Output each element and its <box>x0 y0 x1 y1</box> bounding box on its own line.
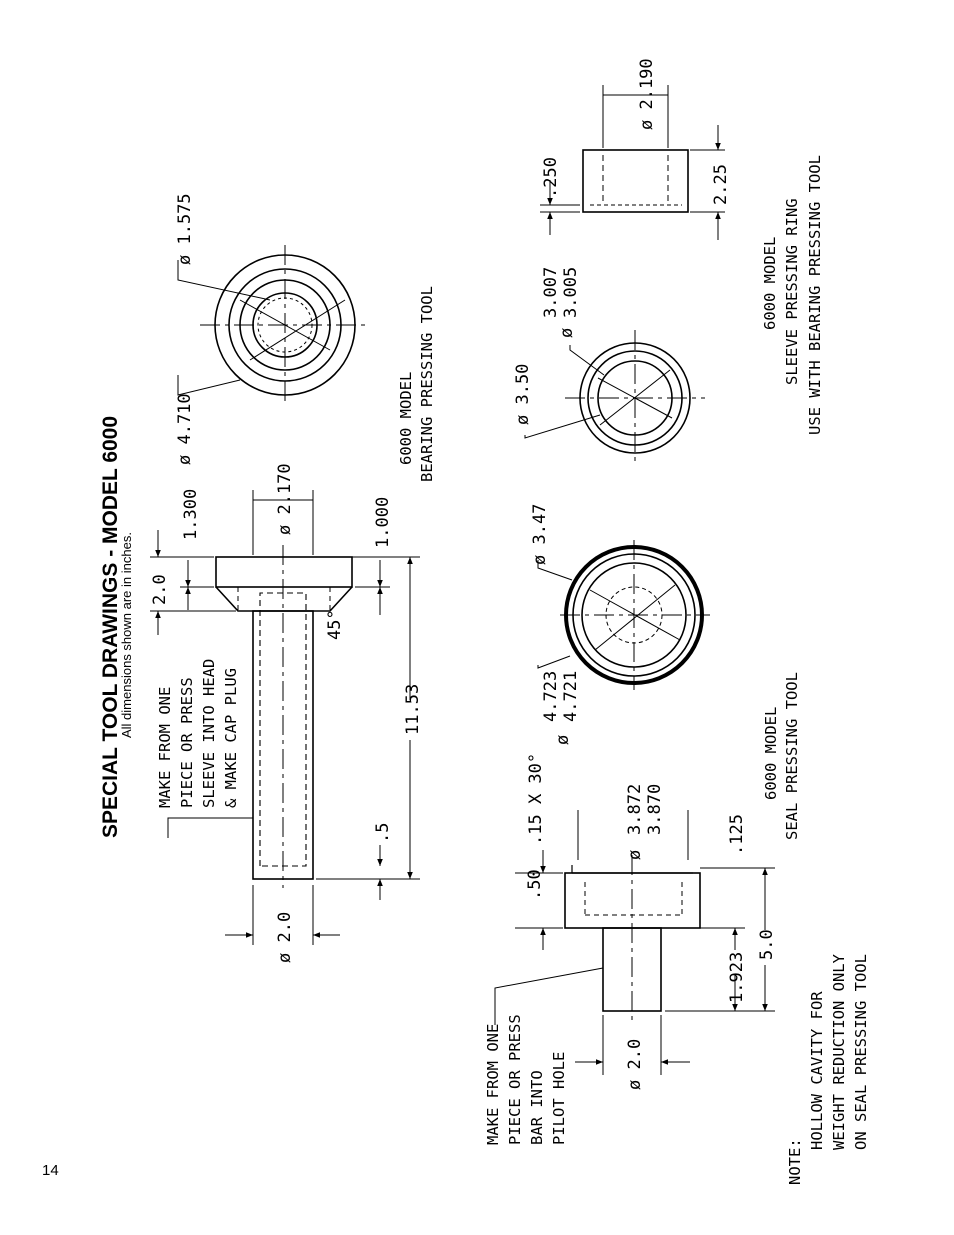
svg-text:ON SEAL PRESSING TOOL: ON SEAL PRESSING TOOL <box>852 954 870 1150</box>
svg-text:HOLLOW CAVITY FOR: HOLLOW CAVITY FOR <box>808 991 826 1150</box>
seal-outer-diameter: ø 3.47 <box>530 504 550 565</box>
sleeve-ring-label: 6000 MODEL SLEEVE PRESSING RING USE WITH… <box>761 155 824 435</box>
svg-text:SLEEVE INTO HEAD: SLEEVE INTO HEAD <box>200 659 218 808</box>
seal-head-dia-2: 3.870 <box>645 784 665 835</box>
svg-text:MAKE FROM ONE: MAKE FROM ONE <box>484 1024 502 1145</box>
svg-text:PILOT HOLE: PILOT HOLE <box>550 1052 568 1145</box>
svg-text:& MAKE CAP PLUG: & MAKE CAP PLUG <box>222 668 240 808</box>
bearing-head-od: ø 2.170 <box>275 463 295 535</box>
weight-reduction-note: NOTE: HOLLOW CAVITY FOR WEIGHT REDUCTION… <box>786 953 870 1185</box>
bearing-head-length: 1.000 <box>373 497 393 548</box>
svg-text:BEARING PRESSING TOOL: BEARING PRESSING TOOL <box>418 286 436 482</box>
seal-head-dia-1: 3.872 <box>625 784 645 835</box>
svg-text:PIECE OR PRESS: PIECE OR PRESS <box>506 1014 524 1145</box>
svg-text:MAKE FROM ONE: MAKE FROM ONE <box>156 687 174 808</box>
sleeve-wall: .250 <box>541 157 561 198</box>
seal-head-length: .50 <box>525 869 545 900</box>
bearing-tool-side-view <box>150 490 420 945</box>
bearing-length: 11.53 <box>403 684 423 735</box>
svg-text:6000 MODEL: 6000 MODEL <box>397 372 415 465</box>
sleeve-dia-2: 3.005 <box>561 267 581 318</box>
sleeve-dia-symbol: ø <box>557 328 577 338</box>
bearing-ring-od: ø 4.710 <box>175 393 195 465</box>
seal-od-2: 4.721 <box>561 671 581 722</box>
bearing-tip-length: .5 <box>373 823 393 843</box>
bearing-tool-end-view <box>177 245 370 405</box>
seal-tool-end-view <box>537 540 710 690</box>
sleeve-inner-diameter: ø 3.50 <box>513 364 533 425</box>
seal-od-1: 4.723 <box>541 671 561 722</box>
sleeve-dia-1: 3.007 <box>541 267 561 318</box>
bearing-tool-note: MAKE FROM ONE PIECE OR PRESS SLEEVE INTO… <box>156 659 240 808</box>
page-number: 14 <box>42 1162 59 1179</box>
seal-od-dia-symbol: ø <box>553 735 573 745</box>
page-title: SPECIAL TOOL DRAWINGS - MODEL 6000 <box>99 416 122 838</box>
svg-text:6000 MODEL: 6000 MODEL <box>761 237 779 330</box>
sleeve-ring-end-view <box>524 330 705 465</box>
svg-text:BAR INTO: BAR INTO <box>528 1070 546 1145</box>
sleeve-height: 2.25 <box>711 164 731 205</box>
seal-shaft-length: 1.923 <box>727 952 747 1003</box>
seal-tool-note: MAKE FROM ONE PIECE OR PRESS BAR INTO PI… <box>484 1014 568 1145</box>
bearing-chamfer-angle: 45° <box>325 609 345 640</box>
seal-shaft-diameter: ø 2.0 <box>625 1039 645 1090</box>
seal-lip: .125 <box>727 814 747 855</box>
seal-tool-side-view <box>494 810 775 1075</box>
seal-dia-symbol: ø <box>625 850 645 860</box>
bearing-head-width: 2.0 <box>150 574 170 605</box>
sleeve-outer-diameter: ø 2.190 <box>637 58 657 130</box>
svg-text:USE WITH BEARING PRESSING TOOL: USE WITH BEARING PRESSING TOOL <box>806 155 824 435</box>
bearing-shaft-diameter: ø 2.0 <box>275 912 295 963</box>
svg-text:WEIGHT REDUCTION ONLY: WEIGHT REDUCTION ONLY <box>830 953 848 1150</box>
bearing-tool-label: 6000 MODEL BEARING PRESSING TOOL <box>397 286 436 482</box>
svg-text:SEAL PRESSING TOOL: SEAL PRESSING TOOL <box>783 672 801 840</box>
svg-text:NOTE:: NOTE: <box>786 1138 804 1185</box>
svg-text:SLEEVE PRESSING RING: SLEEVE PRESSING RING <box>783 198 801 385</box>
page-subtitle: All dimensions shown are in inches. <box>119 532 134 738</box>
seal-tool-label: 6000 MODEL SEAL PRESSING TOOL <box>762 672 801 840</box>
bearing-ring-id: ø 1.575 <box>175 193 195 265</box>
sleeve-ring-side-view <box>540 85 725 240</box>
bearing-head-offset: 1.300 <box>181 489 201 540</box>
svg-text:6000 MODEL: 6000 MODEL <box>762 707 780 800</box>
seal-chamfer: .15 X 30° <box>526 753 546 845</box>
seal-total-length: 5.0 <box>757 929 777 960</box>
svg-text:PIECE OR PRESS: PIECE OR PRESS <box>178 677 196 808</box>
